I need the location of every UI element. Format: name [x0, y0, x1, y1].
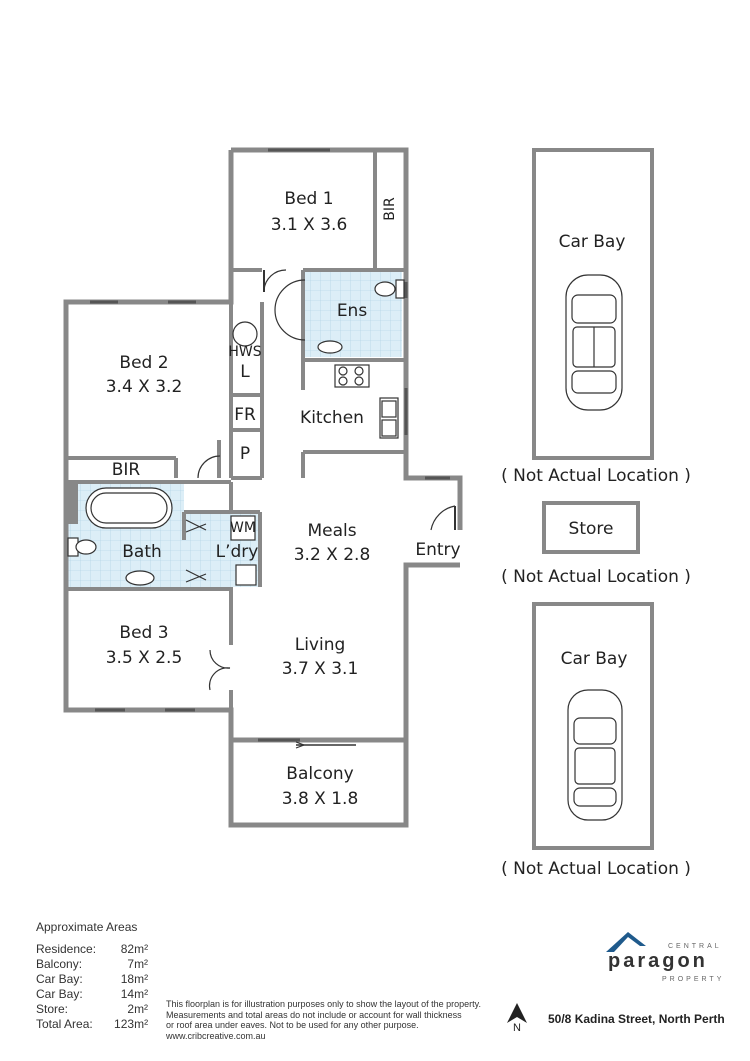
- area-value: 18m²: [120, 972, 149, 986]
- balcony-size: 3.8 X 1.8: [282, 789, 359, 809]
- area-row: Car Bay: 14m²: [36, 987, 148, 1002]
- area-label: Car Bay:: [36, 987, 83, 1001]
- area-value: 14m²: [120, 987, 149, 1001]
- car-bay-2-label: Car Bay: [561, 649, 628, 669]
- area-value: 82m²: [120, 942, 149, 956]
- disclaimer-line: Measurements and total areas do not incl…: [166, 1009, 462, 1020]
- linen-label: L: [240, 362, 250, 382]
- washing-machine: [230, 515, 256, 541]
- living-name: Living: [295, 635, 346, 655]
- car-icon: [567, 689, 623, 821]
- fixtures: [66, 279, 405, 586]
- bed3-name: Bed 3: [119, 623, 168, 643]
- area-label: Total Area:: [36, 1017, 93, 1031]
- balcony-name: Balcony: [286, 764, 353, 784]
- ens-toilet: [395, 279, 405, 299]
- disclaimer-line: or roof area under eaves. Not to be used…: [166, 1020, 419, 1030]
- north-label: N: [513, 1022, 521, 1034]
- hws-tank: [232, 321, 258, 347]
- areas-title: Approximate Areas: [36, 920, 138, 934]
- meals-size: 3.2 X 2.8: [294, 545, 371, 565]
- area-value: 2m²: [127, 1002, 149, 1016]
- areas-table: Residence:82m² Balcony:7m² Car Bay:18m² …: [36, 942, 148, 1032]
- area-label: Balcony:: [36, 957, 83, 971]
- approximate-areas: Approximate Areas Residence: 82m² Balcony…: [36, 920, 148, 1032]
- logo-mark-icon: [606, 932, 646, 952]
- car-bay-1-note: ( Not Actual Location ): [501, 466, 691, 486]
- area-value: 123m²: [114, 1017, 149, 1031]
- fridge-label: FR: [234, 405, 256, 425]
- area-value: 7m²: [127, 957, 149, 971]
- property-address: 50/8 Kadina Street, North Perth: [548, 1012, 725, 1026]
- area-row: Total Area: 123m²: [36, 1017, 148, 1032]
- paragon-logo: CENTRAL paragon PROPERTY: [602, 930, 732, 986]
- windows: [90, 148, 450, 742]
- store-box: [542, 501, 640, 554]
- logo-top: CENTRAL: [668, 943, 722, 950]
- area-label: Store:: [36, 1002, 69, 1016]
- ens-basin: [317, 340, 343, 354]
- bed2-bir-label: BIR: [112, 460, 141, 480]
- pantry-label: P: [240, 444, 250, 464]
- area-row: Store: 2m²: [36, 1002, 148, 1017]
- laundry-label: L’dry: [216, 542, 259, 562]
- area-label: Car Bay:: [36, 972, 83, 986]
- area-label: Residence:: [36, 942, 97, 956]
- car-bay-1: [532, 148, 654, 460]
- doors: [185, 269, 456, 749]
- area-row: Balcony: 7m²: [36, 957, 148, 972]
- meals-name: Meals: [307, 521, 356, 541]
- disclaimer-line: This floorplan is for illustration purpo…: [166, 999, 481, 1009]
- bed2-name: Bed 2: [119, 353, 168, 373]
- bed3-size: 3.5 X 2.5: [106, 648, 183, 668]
- bed1-bir-label: BIR: [382, 197, 398, 221]
- bed1-size: 3.1 X 3.6: [271, 215, 348, 235]
- bath-basin: [125, 570, 155, 586]
- area-row: Car Bay: 18m²: [36, 972, 148, 987]
- logo-main: paragon: [608, 950, 708, 972]
- store-label: Store: [569, 519, 614, 539]
- interior-walls: [66, 150, 462, 740]
- website-link[interactable]: www.cribcreative.com.au: [166, 1030, 266, 1041]
- kitchen-label: Kitchen: [300, 408, 364, 428]
- wm-label: WM: [230, 520, 256, 536]
- car-icon: [565, 274, 623, 411]
- living-size: 3.7 X 3.1: [282, 659, 359, 679]
- bath-label: Bath: [122, 542, 162, 562]
- disclaimer: This floorplan is for illustration purpo…: [166, 999, 511, 1041]
- ensuite-label: Ens: [337, 301, 368, 321]
- logo-bottom: PROPERTY: [662, 976, 725, 983]
- bed2-size: 3.4 X 3.2: [106, 377, 183, 397]
- bed1-name: Bed 1: [284, 189, 333, 209]
- north-arrow-icon: N: [505, 1003, 529, 1035]
- car-bay-1-label: Car Bay: [559, 232, 626, 252]
- entry-label: Entry: [415, 540, 460, 560]
- car-bay-2: [532, 602, 654, 850]
- area-row: Residence: 82m²: [36, 942, 148, 957]
- store-note: ( Not Actual Location ): [501, 567, 691, 587]
- car-bay-2-note: ( Not Actual Location ): [501, 859, 691, 879]
- hws-label: HWS: [228, 344, 261, 360]
- laundry-trough: [235, 564, 257, 586]
